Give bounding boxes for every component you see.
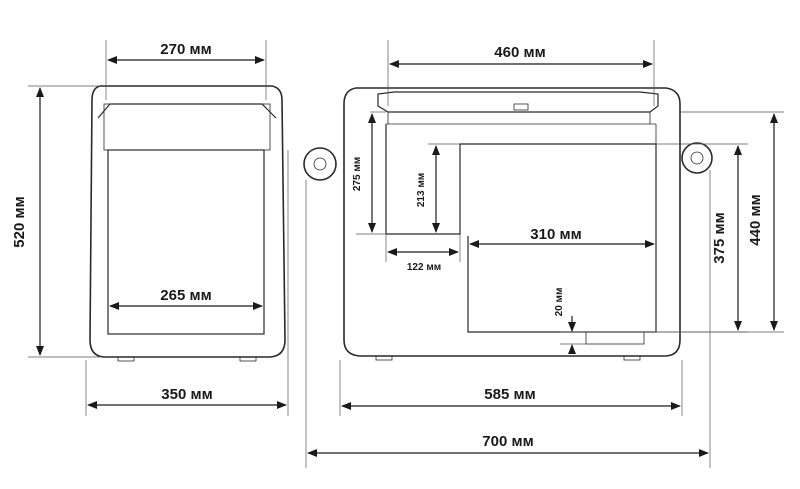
dim-label-265: 265 мм	[160, 287, 211, 304]
front-view: 270 мм 520 мм 265 мм 350 мм	[11, 40, 289, 416]
right-handle	[681, 142, 713, 174]
dim-label-520: 520 мм	[11, 196, 28, 247]
lid-hinge	[513, 103, 529, 111]
side-inner-cavity	[385, 124, 657, 333]
left-handle	[303, 147, 337, 181]
dim-label-350: 350 мм	[161, 386, 212, 403]
dim-label-440: 440 мм	[747, 194, 764, 245]
dim-label-460: 460 мм	[494, 44, 545, 61]
dim-label-20: 20 мм	[554, 288, 565, 317]
dim-label-275: 275 мм	[352, 157, 363, 191]
front-body-outline	[89, 85, 286, 358]
dim-label-585: 585 мм	[484, 386, 535, 403]
front-foot-right	[239, 356, 257, 362]
front-foot-left	[117, 356, 135, 362]
dim-label-375: 375 мм	[711, 212, 728, 263]
dim-label-310: 310 мм	[530, 226, 581, 243]
side-view: 460 мм 275 мм 213 мм 122 мм 310 мм 20 мм…	[303, 40, 784, 468]
dim-label-213: 213 мм	[416, 173, 427, 207]
dim-label-122: 122 мм	[407, 262, 441, 273]
dim-label-270: 270 мм	[160, 41, 211, 58]
right-handle-hole	[690, 151, 704, 165]
side-body-outline	[343, 87, 681, 357]
front-inner-cavity	[107, 149, 265, 335]
dim-label-700: 700 мм	[482, 433, 533, 450]
side-lid-outline	[377, 91, 659, 113]
side-foot-right	[623, 355, 641, 361]
side-foot-left	[375, 355, 393, 361]
left-handle-hole	[313, 157, 327, 171]
